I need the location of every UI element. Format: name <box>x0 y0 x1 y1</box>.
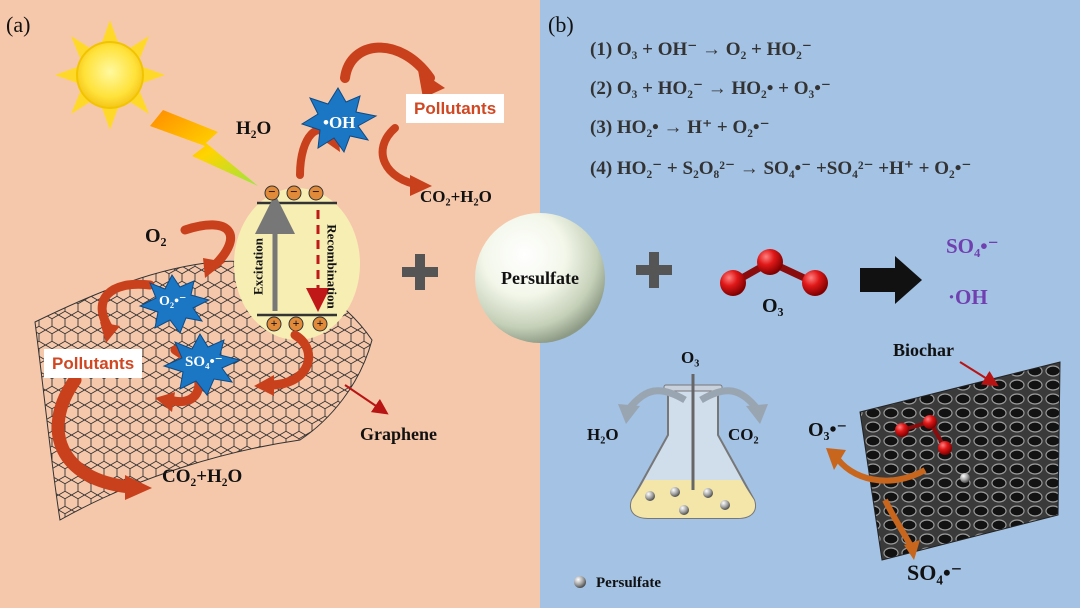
flask-gas-arrowheads <box>618 404 768 424</box>
plus-icon-1 <box>402 254 438 290</box>
flask-h2o-label: H₂O <box>587 425 619 444</box>
equation-3: (3) HO₂• → H⁺ + O₂•⁻ <box>590 117 770 138</box>
equation-4: (4) HO₂⁻ + S₂O₈²⁻ → SO₄•⁻ +SO₄²⁻ +H⁺ + O… <box>590 158 972 179</box>
persulfate-label: Persulfate <box>501 268 579 288</box>
biochar-ozone-molecule <box>895 415 970 483</box>
electron-markers <box>264 185 324 201</box>
reaction-flask <box>630 374 756 519</box>
electron-sign-3: − <box>312 184 320 199</box>
biochar-block <box>859 361 1061 561</box>
light-bolt-icon <box>150 110 258 186</box>
electron-sign-2: − <box>290 184 298 199</box>
reaction-arrowheads-a <box>100 70 445 500</box>
plus-icon-2 <box>636 252 672 288</box>
sun-icon <box>55 20 165 130</box>
panel-b-label: (b) <box>548 12 574 37</box>
ozone-molecule <box>720 249 828 296</box>
o2-radical-burst <box>138 274 211 335</box>
flask-gas-arrows <box>625 387 761 413</box>
oh-radical-burst <box>300 87 378 154</box>
persulfate-legend-dot <box>574 576 586 588</box>
pollutants-label-left: Pollutants <box>44 349 143 378</box>
flask-o3-label: O₃ <box>681 348 700 367</box>
semiconductor-band-diagram <box>234 188 360 340</box>
product-oh-label: ·OH <box>948 285 988 309</box>
electron-sign-1: − <box>268 184 276 199</box>
co2-h2o-label-bottom: CO₂+H₂O <box>162 466 243 487</box>
co2-h2o-label-top: CO₂+H₂O <box>420 187 492 206</box>
persulfate-legend-label: Persulfate <box>596 575 661 591</box>
o2-label: O₂ <box>145 225 167 247</box>
so4-radical-bottom-label: SO₄•⁻ <box>907 560 963 585</box>
persulfate-sphere <box>475 213 605 343</box>
oh-radical-label: •OH <box>323 113 356 132</box>
hole-sign-3: + <box>316 316 324 330</box>
hole-sign-2: + <box>292 316 300 330</box>
product-so4-label: SO₄•⁻ <box>946 234 999 258</box>
equation-2: (2) O₃ + HO₂⁻ → HO₂• + O₃•⁻ <box>590 78 831 99</box>
hole-sign-1: + <box>270 316 278 330</box>
panel-a-label: (a) <box>6 12 31 37</box>
recombination-label: Recombination <box>324 224 340 309</box>
so4-radical-burst <box>162 332 242 396</box>
flask-co2-label: CO₂ <box>728 425 759 444</box>
so4-radical-label: SO₄•⁻ <box>185 354 223 370</box>
graphene-label: Graphene <box>360 424 438 444</box>
equation-1: (1) O₃ + OH⁻ → O₂ + HO₂⁻ <box>590 39 812 60</box>
h2o-label-a: H₂O <box>236 118 272 139</box>
pollutants-label-top: Pollutants <box>406 94 505 123</box>
result-arrow <box>860 256 922 304</box>
excitation-label: Excitation <box>250 237 266 296</box>
o2-radical-label: O₂•⁻ <box>159 294 187 309</box>
o3-radical-label: O₃•⁻ <box>808 419 848 441</box>
o3-label: O₃ <box>762 295 784 317</box>
biochar-arrowheads <box>826 448 920 560</box>
biochar-label: Biochar <box>893 340 954 360</box>
